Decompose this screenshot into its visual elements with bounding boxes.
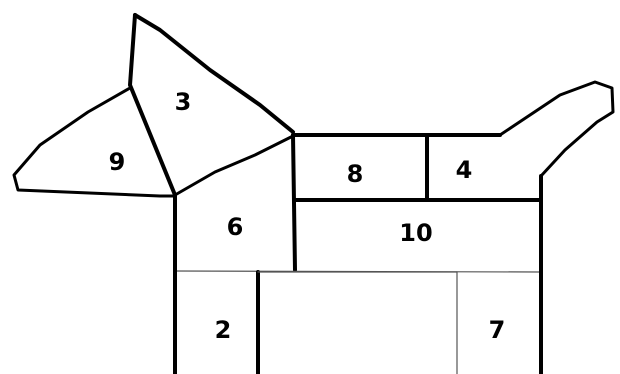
tail-shape [500,82,613,374]
region-4-label: 4 [456,156,473,184]
region-8-label: 8 [347,160,364,188]
ear-left-edge [130,15,175,195]
snout-edge [14,88,175,196]
region-3-label: 3 [175,88,192,116]
snout-to-body-edge [175,136,293,195]
ear-right-edge [135,15,293,132]
region-10-label: 10 [399,219,432,247]
body-left-edge [293,135,295,270]
region-7-label: 7 [489,316,506,344]
body-shape [175,135,541,272]
ear-shape [14,15,293,196]
region-9-label: 9 [109,148,126,176]
region-6-label: 6 [227,213,244,241]
tail-outline [500,82,613,176]
region-2-label: 2 [215,316,232,344]
